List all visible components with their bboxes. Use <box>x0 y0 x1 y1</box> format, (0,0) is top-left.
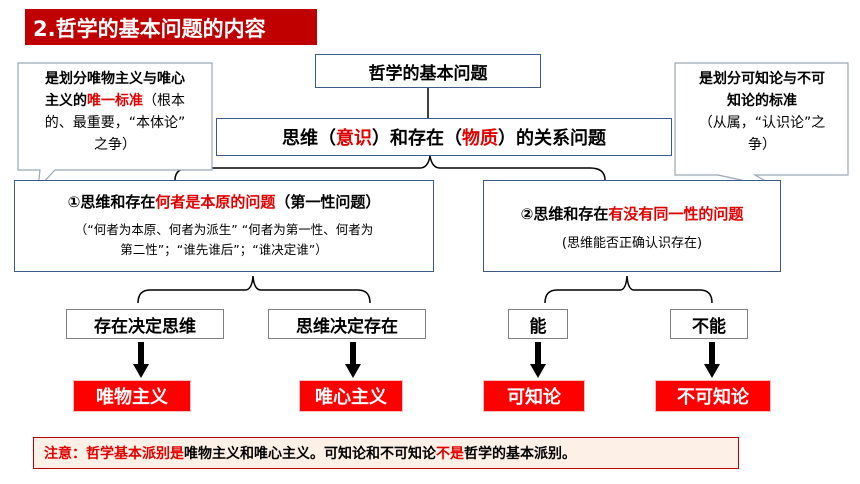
basic-question-box: 哲学的基本问题 <box>315 54 541 88</box>
down-arrow-icon <box>704 342 720 378</box>
question1-highlight: 何者是本原的问题 <box>155 193 276 211</box>
result-label: 不可知论 <box>677 387 749 408</box>
note-box: 注意：哲学基本派别是唯物主义和唯心主义。可知论和不可知论不是哲学的基本派别。 <box>33 437 739 469</box>
down-arrow-icon <box>530 342 546 378</box>
answer-label: 思维决定存在 <box>296 316 398 337</box>
question2-note: (思维能否正确认识存在) <box>561 236 703 251</box>
left-callout-highlight: 唯一标准 <box>87 93 143 109</box>
left-callout-note3: 之争） <box>94 137 136 153</box>
result-idealism: 唯心主义 <box>299 380 403 412</box>
relation-matter: 物质 <box>462 128 498 149</box>
result-knowability: 可知论 <box>483 380 585 412</box>
answer-cannot: 不能 <box>670 309 748 339</box>
note-part1: 注意：哲学基本派别是 <box>44 446 184 462</box>
question1-box: ①思维和存在何者是本原的问题（第一性问题） （“何者为本原、何者为派生” “何者… <box>14 180 434 272</box>
relation-part1: 思维（ <box>282 128 336 149</box>
answer-thinking-determines-existence: 思维决定存在 <box>268 309 426 339</box>
result-label: 可知论 <box>507 387 561 408</box>
answer-label: 存在决定思维 <box>94 316 196 337</box>
note-part2: 唯物主义和唯心主义。 <box>184 446 324 462</box>
note-part5: 哲学的基本派别。 <box>464 446 576 462</box>
note-part4: 不是 <box>436 446 464 462</box>
question1-suffix: （第一性问题） <box>275 193 381 211</box>
title-banner: 2.哲学的基本问题的内容 <box>25 9 317 45</box>
question1-note1: （“何者为本原、何者为派生” “何者为第一性、何者为 <box>74 222 374 237</box>
answer-existence-determines-thinking: 存在决定思维 <box>66 309 224 339</box>
question1-note2: 第二性”；“谁先谁后”；“谁决定谁”） <box>120 242 328 257</box>
relation-part2: ）和存在（ <box>372 128 462 149</box>
answer-label: 不能 <box>692 316 726 337</box>
note-part3: 可知论和不可知论 <box>324 446 436 462</box>
down-arrow-icon <box>345 342 361 378</box>
question2-highlight: 有没有同一性的问题 <box>608 205 744 223</box>
answer-label: 能 <box>529 316 547 337</box>
left-callout-line2: 主义的 <box>45 93 87 109</box>
question2-prefix: ②思维和存在 <box>520 205 609 223</box>
left-callout-note2: 的、最重要，“本体论” <box>44 115 186 131</box>
relation-box: 思维（意识）和存在（物质）的关系问题 <box>216 118 672 156</box>
result-materialism: 唯物主义 <box>73 380 191 412</box>
left-callout: 是划分唯物主义与唯心 主义的唯一标准（根本 的、最重要，“本体论” 之争） <box>22 68 208 156</box>
down-arrow-icon <box>133 342 149 378</box>
right-callout-line1: 是划分可知论与不可 <box>699 71 825 87</box>
relation-consciousness: 意识 <box>336 128 372 149</box>
relation-part3: ）的关系问题 <box>498 128 606 149</box>
left-callout-note1: （根本 <box>143 93 185 109</box>
right-callout-line2: 知论的标准 <box>727 93 797 109</box>
result-agnosticism: 不可知论 <box>655 380 771 412</box>
answer-can: 能 <box>508 309 568 339</box>
right-callout-note1: （从属，“认识论”之 <box>698 115 826 131</box>
result-label: 唯心主义 <box>315 387 387 408</box>
question2-box: ②思维和存在有没有同一性的问题 (思维能否正确认识存在) <box>483 180 781 272</box>
left-callout-line1: 是划分唯物主义与唯心 <box>45 71 185 87</box>
result-label: 唯物主义 <box>96 387 168 408</box>
question1-prefix: ①思维和存在 <box>67 193 156 211</box>
basic-question-label: 哲学的基本问题 <box>368 63 488 84</box>
right-callout-note2: 争） <box>748 137 776 153</box>
right-callout: 是划分可知论与不可 知论的标准 （从属，“认识论”之 争） <box>678 68 846 156</box>
page-title: 2.哲学的基本问题的内容 <box>33 17 266 41</box>
